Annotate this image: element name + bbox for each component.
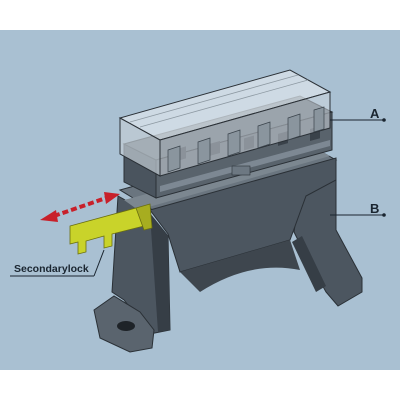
arrow-head-left xyxy=(40,210,58,222)
transparent-cover xyxy=(118,69,332,177)
label-a: A xyxy=(370,106,380,121)
label-secondary-lock: Secondarylock xyxy=(14,263,89,275)
leader-lines xyxy=(10,119,384,277)
arrow-head-right xyxy=(104,192,120,204)
secondary-lock xyxy=(69,203,153,255)
label-b: B xyxy=(370,201,379,216)
diagram-panel: A B Secondarylock xyxy=(0,30,400,370)
mounting-hole xyxy=(117,321,135,331)
direction-double-arrow xyxy=(40,192,120,222)
fuse-array xyxy=(167,106,325,173)
